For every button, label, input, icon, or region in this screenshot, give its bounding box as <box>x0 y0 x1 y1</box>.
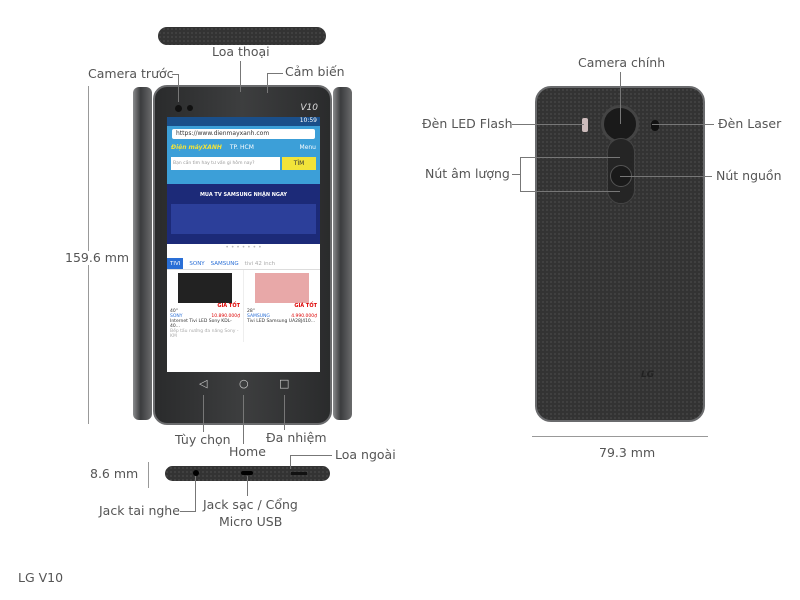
product-brand: SAMSUNG <box>247 314 270 319</box>
search-button: TÌM <box>282 157 316 170</box>
browser-bar: https://www.dienmayxanh.com <box>167 126 320 142</box>
product-brand: SONY <box>170 314 183 319</box>
label-power: Nút nguồn <box>716 168 782 183</box>
label-charging-port-1: Jack sạc / Cổng <box>203 497 298 512</box>
status-time: 10:59 <box>299 117 317 124</box>
tab-tivi: TIVI <box>167 258 184 269</box>
site-logo: Điện máyXANH <box>171 144 222 151</box>
label-options: Tùy chọn <box>175 432 231 447</box>
label-headphone-jack: Jack tai nghe <box>99 503 180 518</box>
location-select: TP. HCM <box>229 144 254 151</box>
tab-sony: SONY <box>189 261 205 267</box>
tab-samsung: SAMSUNG <box>210 261 239 267</box>
label-multitask: Đa nhiệm <box>266 430 327 445</box>
banner-text: MUA TV SAMSUNG NHẬN NGAY <box>199 192 288 198</box>
led-flash-icon <box>582 118 588 132</box>
label-laser: Đèn Laser <box>718 116 782 131</box>
badge: GIÁ TỐT <box>294 303 317 309</box>
product-card: GIÁ TỐT 28" SAMSUNG 4.990.000₫ Tivi LED … <box>244 270 320 342</box>
product-price: 10.890.000₫ <box>211 314 240 319</box>
product-size: 28" <box>247 309 255 314</box>
phone-back-view: LG <box>535 86 705 422</box>
label-front-speaker: Loa thoại <box>212 44 270 59</box>
phone-screen: 10:59 https://www.dienmayxanh.com Điện m… <box>167 117 320 372</box>
search-input: Bạn cần tìm hay tư vấn gì hôm nay? <box>171 157 280 170</box>
promo-banner: MUA TV SAMSUNG NHẬN NGAY <box>167 184 320 244</box>
headphone-jack-icon <box>193 470 199 476</box>
product-price: 4.990.000₫ <box>291 314 317 319</box>
caption: LG V10 <box>18 570 64 585</box>
tab-size: tivi 42 inch <box>244 261 276 267</box>
nav-back-button: ◁ <box>199 377 208 390</box>
label-sensor: Cảm biến <box>285 64 345 79</box>
url-field: https://www.dienmayxanh.com <box>172 129 315 139</box>
nav-recent-button: □ <box>279 377 290 390</box>
label-front-camera: Camera trước <box>88 66 174 81</box>
laser-icon <box>651 120 659 131</box>
usb-port-icon <box>241 471 253 475</box>
label-height: 159.6 mm <box>65 250 130 265</box>
label-home: Home <box>229 444 266 459</box>
back-logo: LG <box>641 370 655 380</box>
label-charging-port-2: Micro USB <box>219 514 283 529</box>
phone-top-view <box>158 27 326 45</box>
label-loudspeaker: Loa ngoài <box>335 447 396 462</box>
product-name: Tivi LED Samsung UA28J410... <box>247 319 316 324</box>
phone-bottom-view <box>165 466 330 481</box>
label-main-camera: Camera chính <box>578 55 666 70</box>
speaker-grille-icon <box>291 472 307 475</box>
sensor-icon <box>187 105 193 111</box>
label-thickness: 8.6 mm <box>90 466 139 481</box>
label-led-flash: Đèn LED Flash <box>422 116 513 131</box>
nav-home-button: ○ <box>239 377 249 390</box>
product-card: GIÁ TỐT 40" SONY 10.890.000₫ Internet Ti… <box>167 270 244 342</box>
label-width: 79.3 mm <box>599 445 656 460</box>
phone-left-side-view <box>133 87 152 420</box>
front-camera-icon <box>175 105 182 112</box>
phone-right-side-view <box>333 87 352 420</box>
product-note: Bếp tấu nướng đa năng Sony - KM <box>170 329 239 339</box>
menu-button: Menu <box>299 144 316 151</box>
product-tabs: TIVI SONY SAMSUNG tivi 42 inch <box>167 258 320 270</box>
product-name: Internet Tivi LED Sony KDL-40... <box>170 319 232 329</box>
badge: GIÁ TỐT <box>217 303 240 309</box>
label-volume: Nút âm lượng <box>425 166 510 181</box>
product-size: 40" <box>170 309 178 314</box>
model-text: V10 <box>300 103 318 113</box>
status-bar: 10:59 <box>167 117 320 126</box>
